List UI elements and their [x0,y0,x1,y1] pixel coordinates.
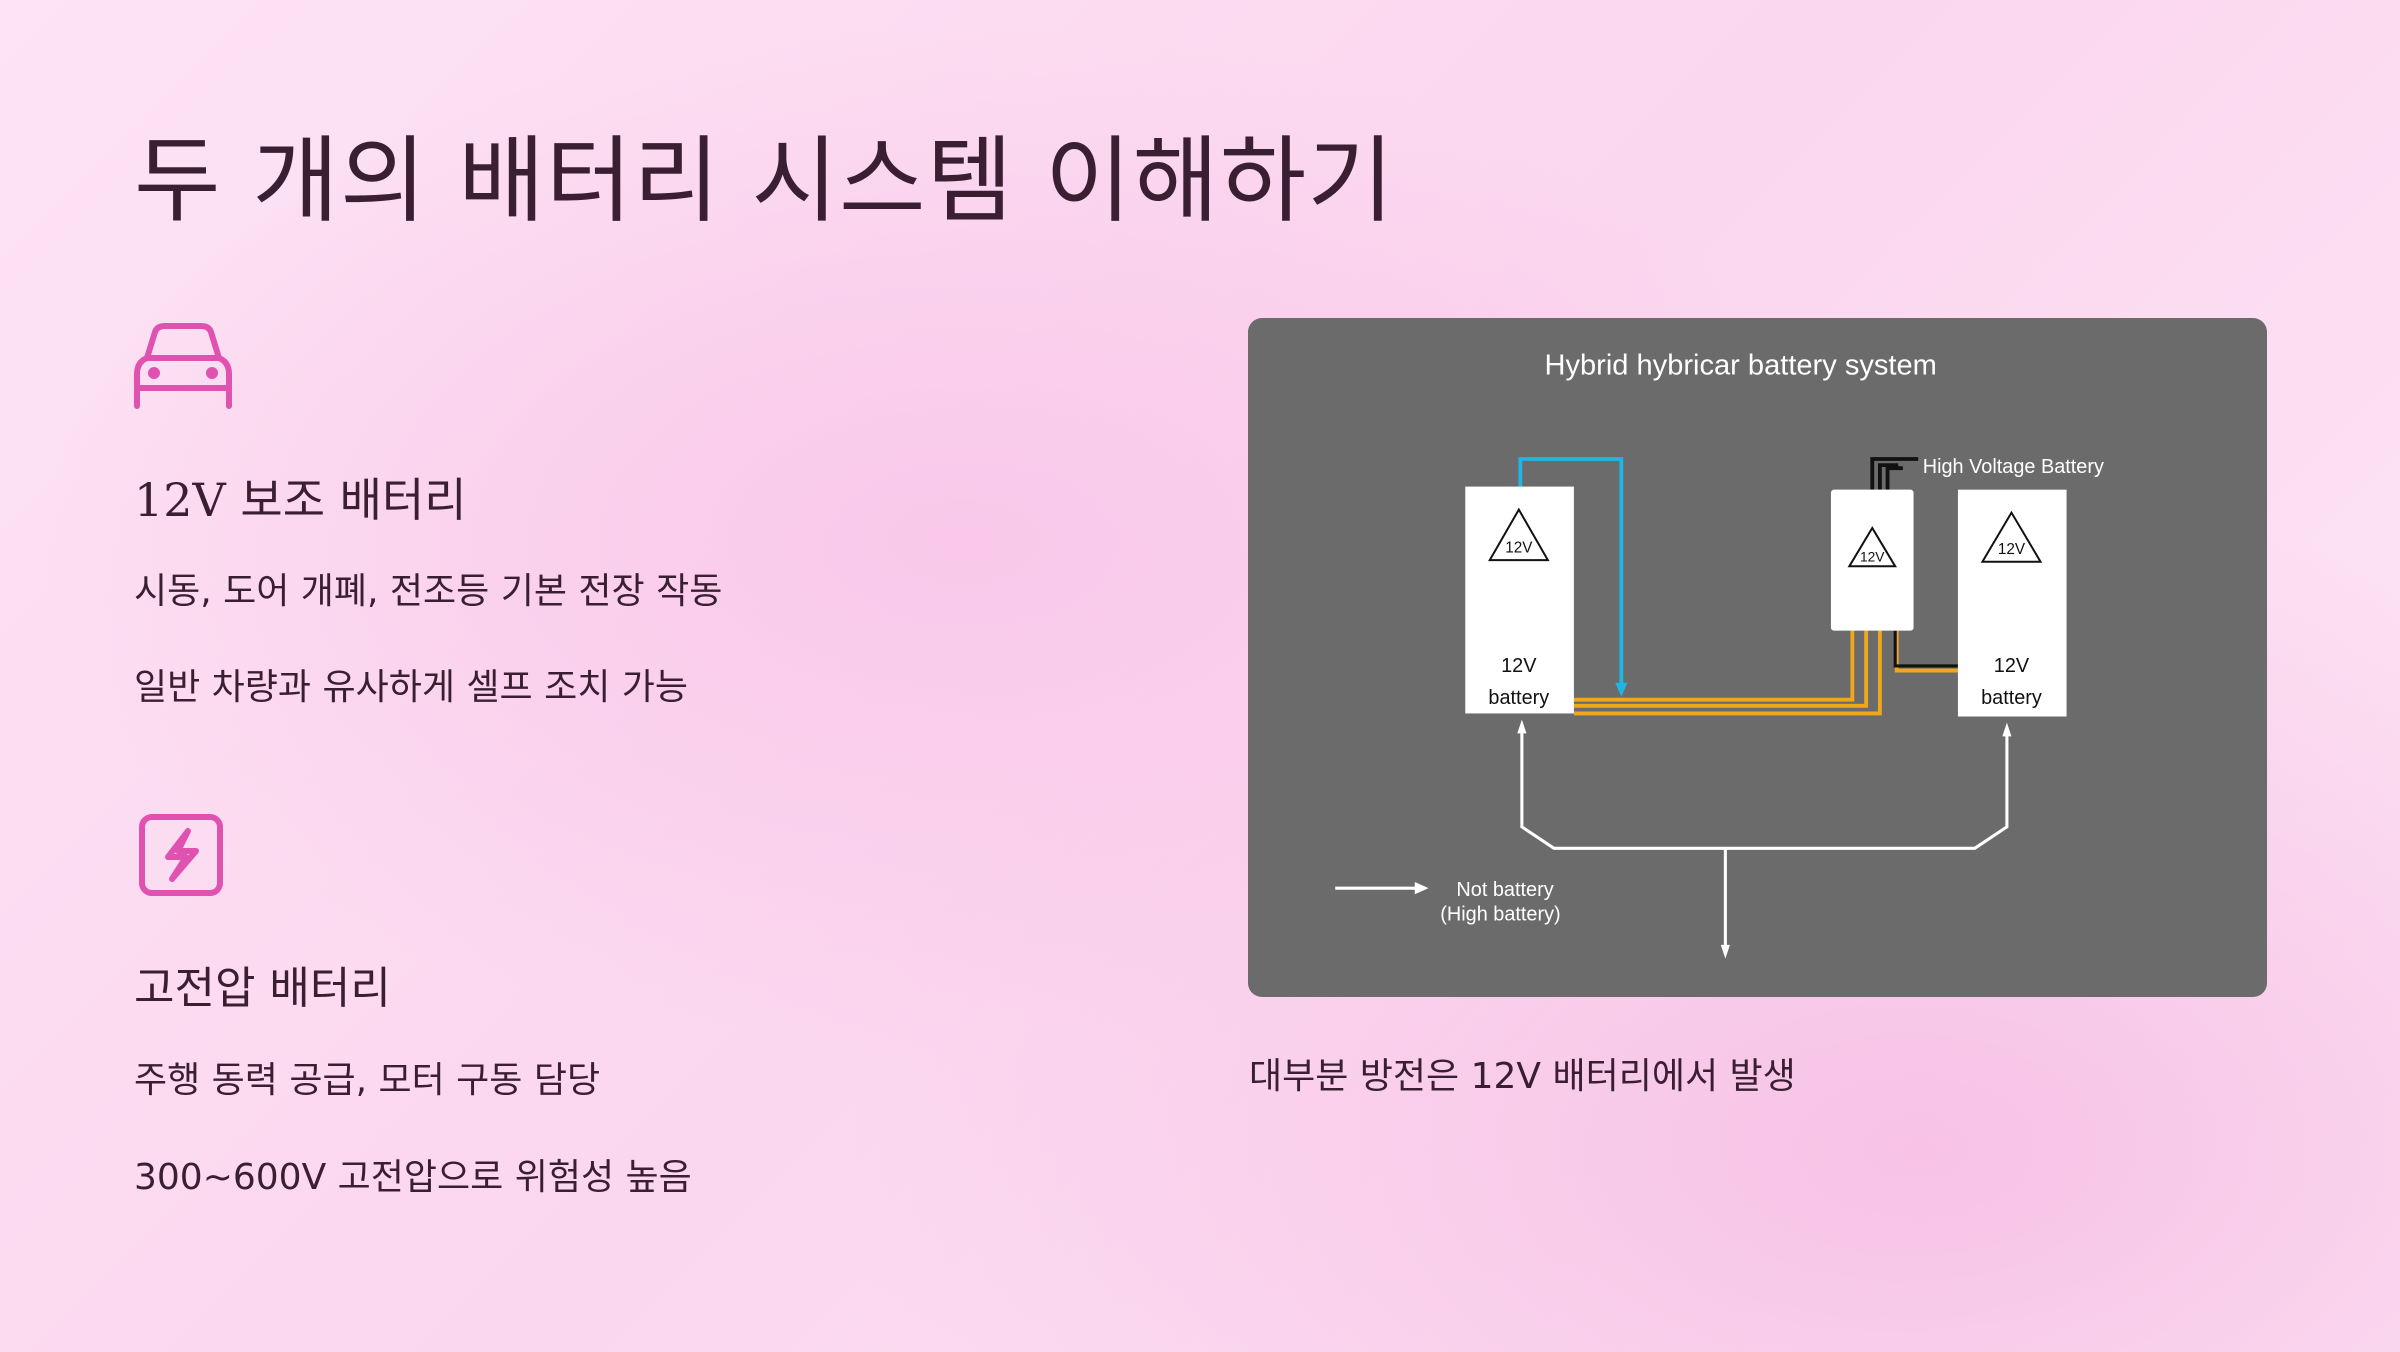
right-12v-battery-box [1957,489,2067,717]
warning-triangle-icon [1847,526,1897,568]
right-box-symbol: 12V [1998,541,2026,558]
right-box-line2: battery [1981,687,2042,709]
legend-arrow-head [1414,882,1429,895]
left-12v-battery-box [1465,486,1574,714]
section-12v-line-1: 시동, 도어 개폐, 전조등 기본 전장 작동 [134,571,723,612]
diagram-title: Hybrid hybricar battery system [1545,350,1937,382]
section-heading-hv: 고전압 배터리 [134,963,391,1014]
middle-box [1830,489,1914,631]
section-heading-12v: 12V 보조 배터리 [134,473,467,527]
black-wire [1893,630,1958,668]
battery-system-diagram: Hybrid hybricar battery system High Volt… [1248,318,2267,997]
section-12v-line-2: 일반 차량과 유사하게 셀프 조치 가능 [134,667,689,708]
car-icon [133,322,233,410]
blue-wire-arrow [1615,682,1628,697]
left-box-line2: battery [1488,687,1549,709]
arrow-up-right [2002,722,2012,737]
warning-triangle-icon [1980,510,2043,563]
white-connector [1520,731,2009,850]
left-box-symbol: 12V [1505,539,1533,556]
hv-label: High Voltage Battery [1923,456,2104,478]
middle-box-symbol: 12V [1860,550,1885,565]
blue-wire [1518,457,1624,686]
diagram-caption: 대부분 방전은 12V 배터리에서 발생 [1249,1056,1796,1097]
page-title: 두 개의 배터리 시스템 이해하기 [134,127,1395,236]
section-hv-line-1: 주행 동력 공급, 모터 구동 담당 [134,1060,601,1101]
warning-triangle-icon [1488,507,1550,562]
legend-line1: Not battery [1456,879,1553,901]
section-hv-line-2: 300~600V 고전압으로 위험성 높음 [134,1157,692,1198]
orange-wires [1573,630,1958,716]
left-box-line1: 12V [1501,655,1537,677]
lightning-bolt-icon [138,813,224,897]
arrow-down [1720,944,1730,959]
legend-line2: (High battery) [1440,903,1560,925]
arrow-up-left [1517,719,1527,734]
right-box-line1: 12V [1994,655,2030,677]
hv-wires [1870,457,1919,490]
